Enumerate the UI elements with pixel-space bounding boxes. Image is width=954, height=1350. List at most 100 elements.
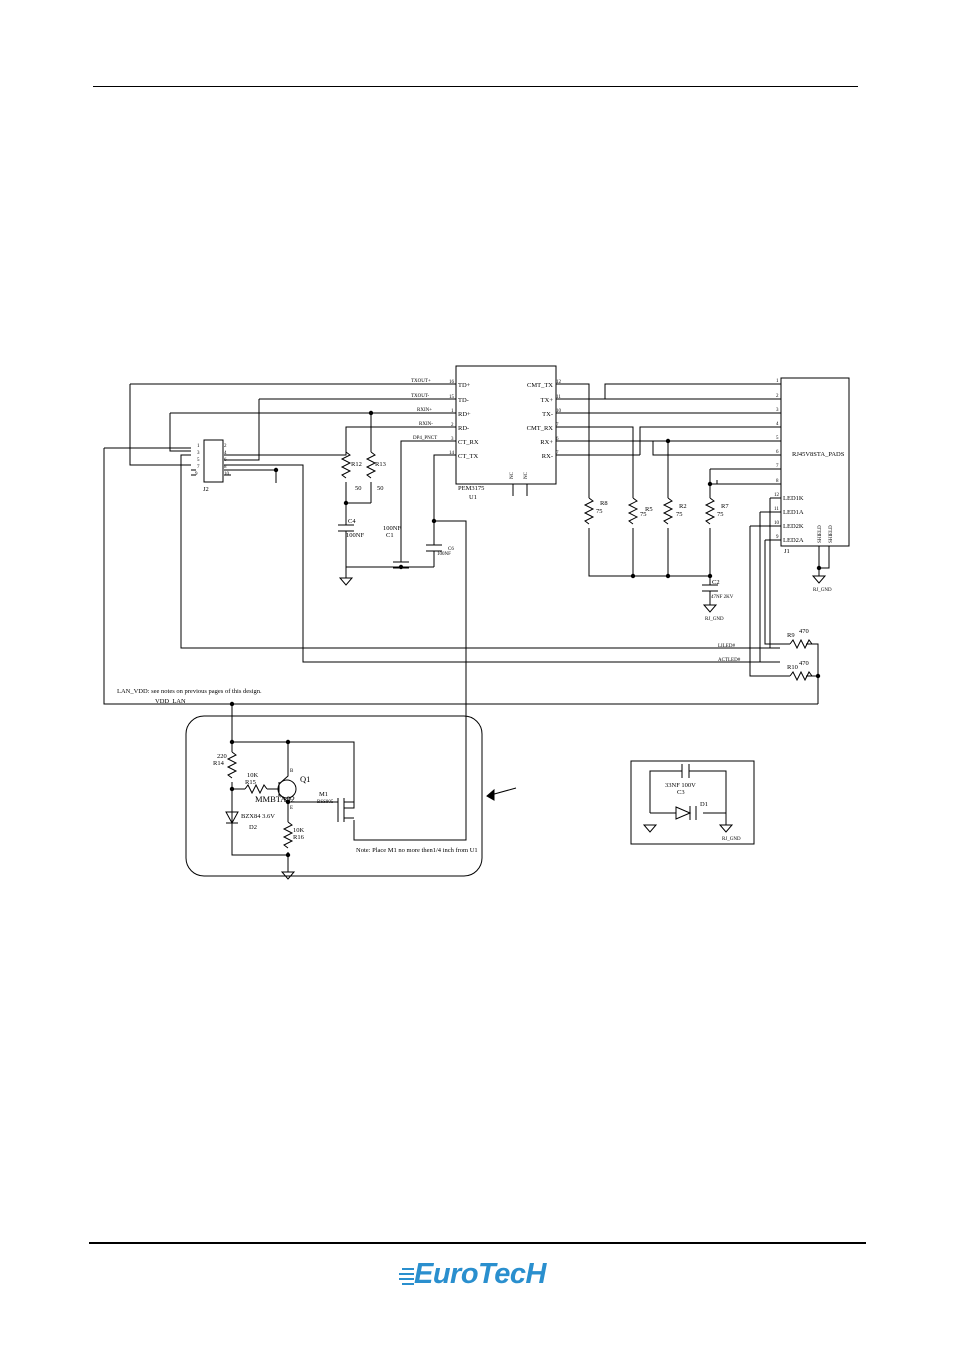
u1-pin-name: CT_TX xyxy=(458,453,479,460)
u1-pin-name: CT_RX xyxy=(458,439,479,446)
u1-pin-num: 7 xyxy=(556,451,559,456)
j2-pin: 5 xyxy=(197,458,200,463)
j1-pin: 6 xyxy=(776,450,779,455)
net-label: TXOUT- xyxy=(411,394,429,399)
resistor-value: 10K xyxy=(293,827,305,834)
resistor-value: 10K xyxy=(247,772,259,779)
capacitor-ref: C4 xyxy=(348,518,356,525)
resistor-value: 75 xyxy=(640,511,647,518)
d1-ref: D1 xyxy=(700,801,708,808)
j2-pin: 8 xyxy=(224,465,227,470)
j1-part: RJ45V8STA_PADS xyxy=(792,451,845,458)
u1-pin-name: RX+ xyxy=(540,439,553,446)
u1-pin-name: RX- xyxy=(542,453,553,460)
capacitor-ref: C1 xyxy=(386,532,394,539)
capacitor-value: 100NF xyxy=(346,532,364,539)
eurotech-logo: EuroTecH xyxy=(398,1258,568,1298)
esd-block-frame xyxy=(630,760,755,845)
capacitor-value: 47NF 2KV xyxy=(711,595,734,600)
j2-pin: 10 xyxy=(224,472,230,477)
u1-pin-name: TX- xyxy=(542,411,553,418)
q1-pin: B xyxy=(290,769,294,774)
power-block-frame xyxy=(185,715,483,877)
u1-pin-name: RD+ xyxy=(458,411,471,418)
resistor-ref: R2 xyxy=(679,503,687,510)
j1-pin-num: 9 xyxy=(776,535,779,540)
u1-pin-num: 7 xyxy=(556,423,559,428)
q1-pin: E xyxy=(290,806,293,811)
j2-pin: 3 xyxy=(197,451,200,456)
j2-body xyxy=(203,439,224,483)
resistor-ref: R5 xyxy=(645,506,653,513)
j1-body xyxy=(780,377,850,547)
vdd-lan-label: VDD_LAN xyxy=(155,698,186,705)
resistor-value: 220 xyxy=(217,753,227,760)
resistor-value: 470 xyxy=(799,628,809,635)
j1-pin: 2 xyxy=(776,394,779,399)
net-label: RXIN- xyxy=(419,422,433,427)
m1-ref: M1 xyxy=(319,791,328,798)
j1-pin: 8 xyxy=(776,479,779,484)
j1-pin: 5 xyxy=(776,436,779,441)
u1-body xyxy=(455,365,557,485)
j1-led-pin: LED2K xyxy=(783,523,804,530)
q1-part: MMBTA92 xyxy=(255,794,295,804)
nc-label: NC xyxy=(524,471,529,479)
resistor-value: 50 xyxy=(355,485,362,492)
lan-vdd-note: LAN_VDD: see notes on previous pages of … xyxy=(117,688,262,695)
resistor-ref: R10 xyxy=(787,664,798,671)
capacitor-ref: C3 xyxy=(677,789,685,796)
capacitor-ref: C2 xyxy=(712,579,720,586)
capacitor-value: 33NF 100V xyxy=(665,782,696,789)
capacitor-value: 100NF xyxy=(437,552,451,557)
j2-pin: 7 xyxy=(197,465,200,470)
u1-pin-name: TD- xyxy=(458,397,469,404)
resistor-ref: R14 xyxy=(213,760,225,767)
resistor-ref: R9 xyxy=(787,632,795,639)
d2-ref: D2 xyxy=(249,824,257,831)
u1-pin-name: TD+ xyxy=(458,382,471,389)
resistor-value: 50 xyxy=(377,485,384,492)
j2-pin: 9 xyxy=(195,472,198,477)
d2-part: BZX84 3.6V xyxy=(241,813,275,820)
q1-pin: C xyxy=(290,797,294,802)
u1-pin-num: 15 xyxy=(449,395,455,400)
j1-pin: 1 xyxy=(776,379,779,384)
u1-pin-num: 16 xyxy=(449,380,455,385)
capacitor-ref: C6 xyxy=(448,547,454,552)
gnd-label: RJ_GND xyxy=(722,837,741,842)
power-block-note: Note: Place M1 no more then1/4 inch from… xyxy=(356,847,478,854)
u1-part: PEM3175 xyxy=(458,485,484,492)
resistor-value: 75 xyxy=(676,511,683,518)
u1-pin-name: TX+ xyxy=(541,397,554,404)
gnd-label: RJ_GND xyxy=(705,617,724,622)
u1-pin-num: 6 xyxy=(556,437,559,442)
resistor-value: 75 xyxy=(717,511,724,518)
footer-rule xyxy=(89,1242,866,1244)
j1-pin-num: 12 xyxy=(774,493,780,498)
j1-led-pin: LED1A xyxy=(783,509,804,516)
u1-pin-name: CMT_RX xyxy=(527,425,554,432)
logo-wordmark: EuroTecH xyxy=(414,1258,546,1290)
resistor-ref: R12 xyxy=(351,461,362,468)
shield-label: SHIELD xyxy=(818,525,823,543)
j2-pin: 6 xyxy=(224,458,227,463)
net-label: DP4_PNCT xyxy=(413,436,437,441)
resistor-ref: R13 xyxy=(375,461,386,468)
u1-pin-num: 3 xyxy=(451,437,454,442)
net-label: ACTLED# xyxy=(718,658,741,663)
j1-pin: 4 xyxy=(776,422,779,427)
net-label: RXIN+ xyxy=(417,408,432,413)
resistor-ref: R7 xyxy=(721,503,729,510)
j1-pin: 3 xyxy=(776,408,779,413)
j1-ref: J1 xyxy=(784,548,790,555)
j1-pin: 7 xyxy=(776,464,779,469)
gnd-label: RJ_GND xyxy=(813,588,832,593)
u1-pin-name: RD- xyxy=(458,425,469,432)
u1-pin-num: 2 xyxy=(451,423,454,428)
resistor-ref: R16 xyxy=(293,834,305,841)
nc-label: NC xyxy=(510,471,515,479)
capacitor-value: 100NF xyxy=(383,525,401,532)
resistor-ref: R8 xyxy=(600,500,608,507)
